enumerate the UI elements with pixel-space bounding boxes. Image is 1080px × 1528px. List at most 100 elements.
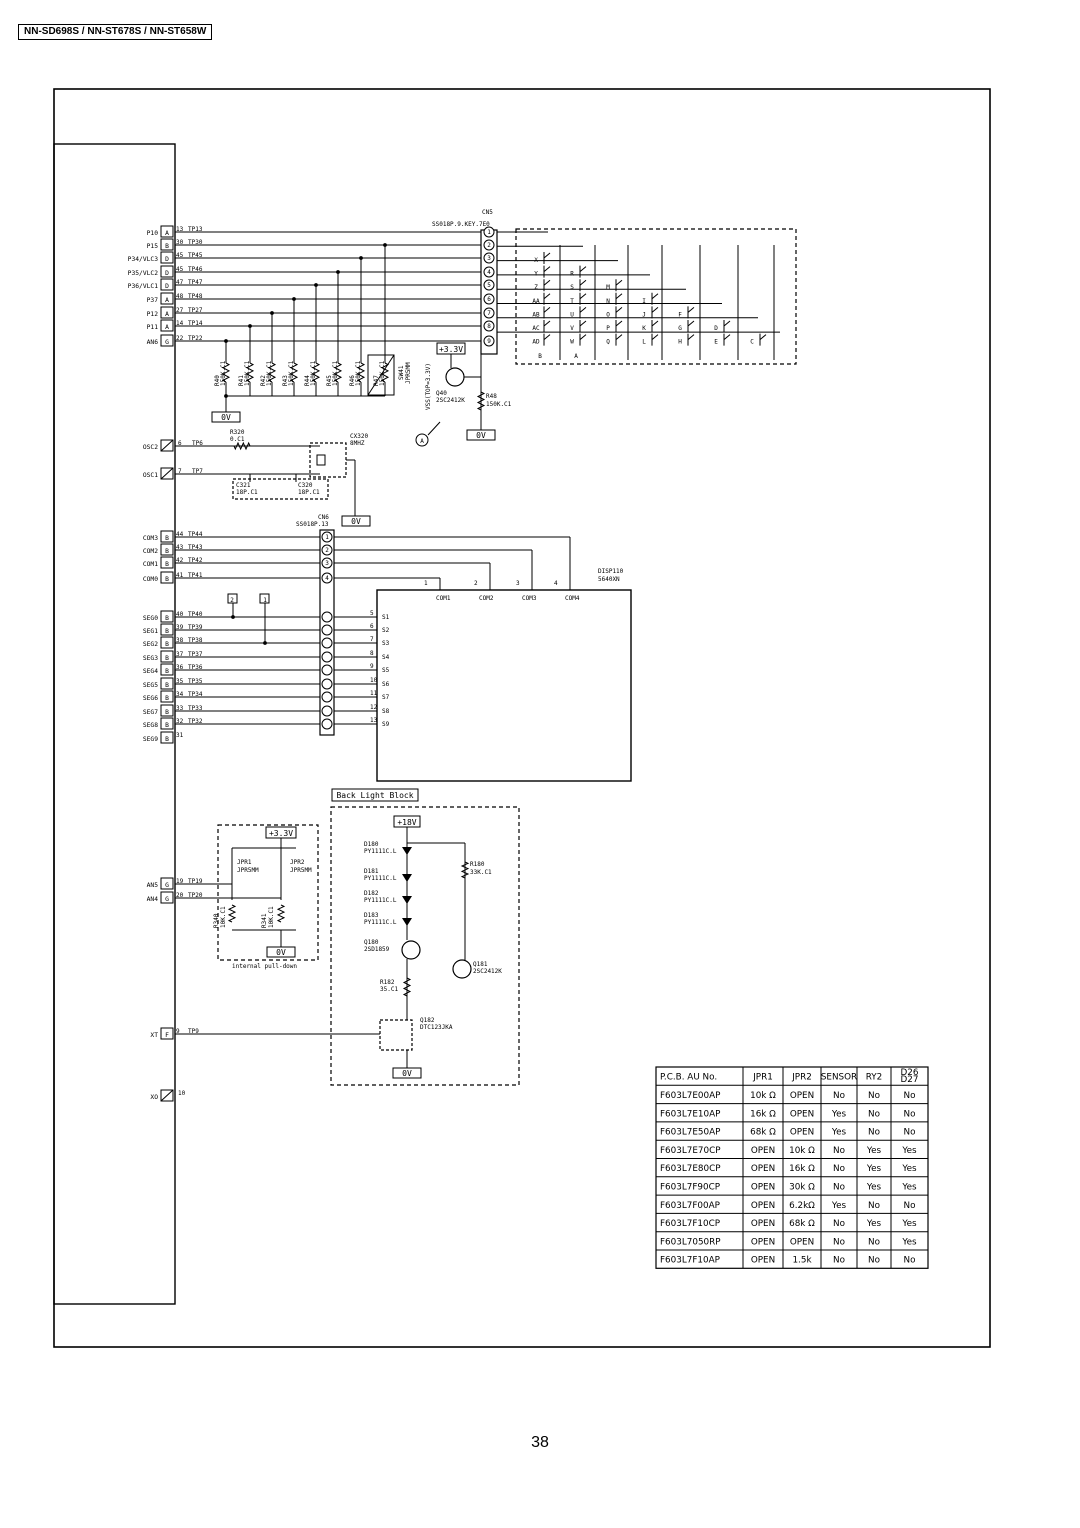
wire (160, 467, 174, 480)
pin-box (160, 543, 174, 556)
cx320-value: 8MHZ (350, 440, 365, 447)
table-cell: OPEN (751, 1201, 775, 1211)
wire (759, 334, 767, 340)
table-cell: OPEN (790, 1128, 814, 1138)
table-cell: F603L7E10AP (660, 1109, 720, 1119)
test-point: TP36 (188, 664, 203, 671)
table-cell: F603L7E00AP (660, 1091, 720, 1101)
table-header-cell: D27 (901, 1075, 919, 1085)
ground-label: 0V (402, 1069, 412, 1078)
key-c: C (750, 339, 754, 346)
wire (615, 293, 623, 300)
pin-number: 48 (176, 293, 184, 300)
pin-number: 38 (176, 637, 184, 644)
table-cell: OPEN (751, 1237, 775, 1247)
wire (723, 320, 731, 327)
pin-box (160, 610, 174, 623)
test-point: TP45 (188, 252, 203, 259)
key-v: V (570, 325, 574, 332)
pin-number: 36 (176, 664, 184, 671)
table-cell: Yes (901, 1182, 917, 1192)
r341-ref: R341 (261, 913, 268, 928)
cn5-pin (483, 226, 495, 238)
cn5-pin-number: 9 (487, 338, 491, 345)
wire (651, 293, 659, 300)
ic-pin-p34-vlc3: P34/VLC3 (128, 256, 159, 263)
key-q: Q (606, 339, 610, 346)
pin-number: 34 (176, 691, 184, 698)
display-seg-label: S4 (382, 654, 390, 661)
cn6-pin (321, 678, 333, 690)
resistor-ref: R47 (373, 375, 380, 386)
display-type: 5640XN (598, 576, 620, 583)
c320-value: 18P.C1 (298, 489, 320, 496)
key-d: D (714, 325, 718, 332)
display-pin-number: 11 (370, 690, 378, 697)
q182-ref: Q182 (420, 1017, 435, 1024)
ic-pin-box-label: G (165, 339, 169, 346)
pin-box (160, 319, 174, 332)
table-cell: OPEN (751, 1182, 775, 1192)
cn6-pin (321, 557, 333, 569)
table-cell: No (833, 1146, 845, 1156)
pin-number: 19 (176, 878, 184, 885)
jumper-2-label: 2 (230, 597, 234, 604)
resistor-ref: R40 (214, 375, 221, 386)
pin-box (160, 891, 174, 904)
r340-value: 10K.C1 (220, 906, 227, 928)
pin-number: 47 (176, 279, 184, 286)
c321-value: 18P.C1 (236, 489, 258, 496)
wire (543, 252, 551, 259)
test-point: TP44 (188, 531, 203, 538)
table-cell: No (868, 1128, 880, 1138)
table-cell: 68k Ω (789, 1219, 815, 1229)
display-seg-label: S3 (382, 640, 390, 647)
point-a-label: A (420, 438, 424, 445)
ic-pin-com2: COM2 (143, 548, 158, 555)
cn5-pin (483, 266, 495, 278)
key-u: U (570, 311, 574, 318)
display-com-label: COM2 (479, 595, 494, 602)
ground-box (211, 411, 241, 423)
ic-pin-box-label: B (165, 628, 169, 635)
test-point: TP35 (188, 678, 203, 685)
ic-pin-an6: AN6 (147, 339, 159, 346)
ic-pin-p36-vlc1: P36/VLC1 (128, 283, 159, 290)
table-cell: No (833, 1182, 845, 1192)
table-cell: F603L7E50AP (660, 1128, 720, 1138)
table-cell: OPEN (751, 1256, 775, 1266)
cn6-pin (321, 637, 333, 649)
ic-pin-box-label: B (165, 243, 169, 250)
ic-pin-box-label: B (165, 695, 169, 702)
pin-number: 27 (176, 307, 184, 314)
page-number: 38 (531, 1434, 549, 1451)
point-a-marker (415, 433, 429, 447)
jpr2-type: JPR5MM (290, 867, 312, 874)
ic-pin-box-label: A (165, 297, 169, 304)
cn5-pin-number: 5 (487, 282, 491, 289)
sw41-ref: SW41 (398, 365, 405, 380)
ic-pin-box-label: B (165, 615, 169, 622)
jpr1-type: JPR5MM (237, 867, 259, 874)
ic-pin-box-label: B (165, 709, 169, 716)
table-cell: No (833, 1256, 845, 1266)
table-cell: F603L7050RP (660, 1237, 721, 1247)
test-point: TP20 (188, 892, 203, 899)
table-cell: OPEN (751, 1219, 775, 1229)
ic-pin-seg2: SEG2 (143, 641, 158, 648)
d181-type: PY1111C.L (364, 875, 397, 882)
cn6-pin-number: 3 (325, 560, 329, 567)
pin-box (160, 650, 174, 663)
led-diode (402, 918, 412, 926)
display-pin-number: 5 (370, 610, 374, 617)
table-header-cell: JPR1 (752, 1073, 773, 1083)
display-pin-number: 13 (370, 717, 378, 724)
ic-pin-p12: P12 (147, 311, 159, 318)
supply-18v-label: +18V (397, 818, 416, 827)
resistor-symbol (276, 904, 286, 923)
table-cell: No (904, 1091, 916, 1101)
key-i: I (642, 298, 646, 305)
table-cell: OPEN (751, 1164, 775, 1174)
ic-pin-p37: P37 (147, 297, 159, 304)
cn5-pin-number: 7 (487, 310, 491, 317)
